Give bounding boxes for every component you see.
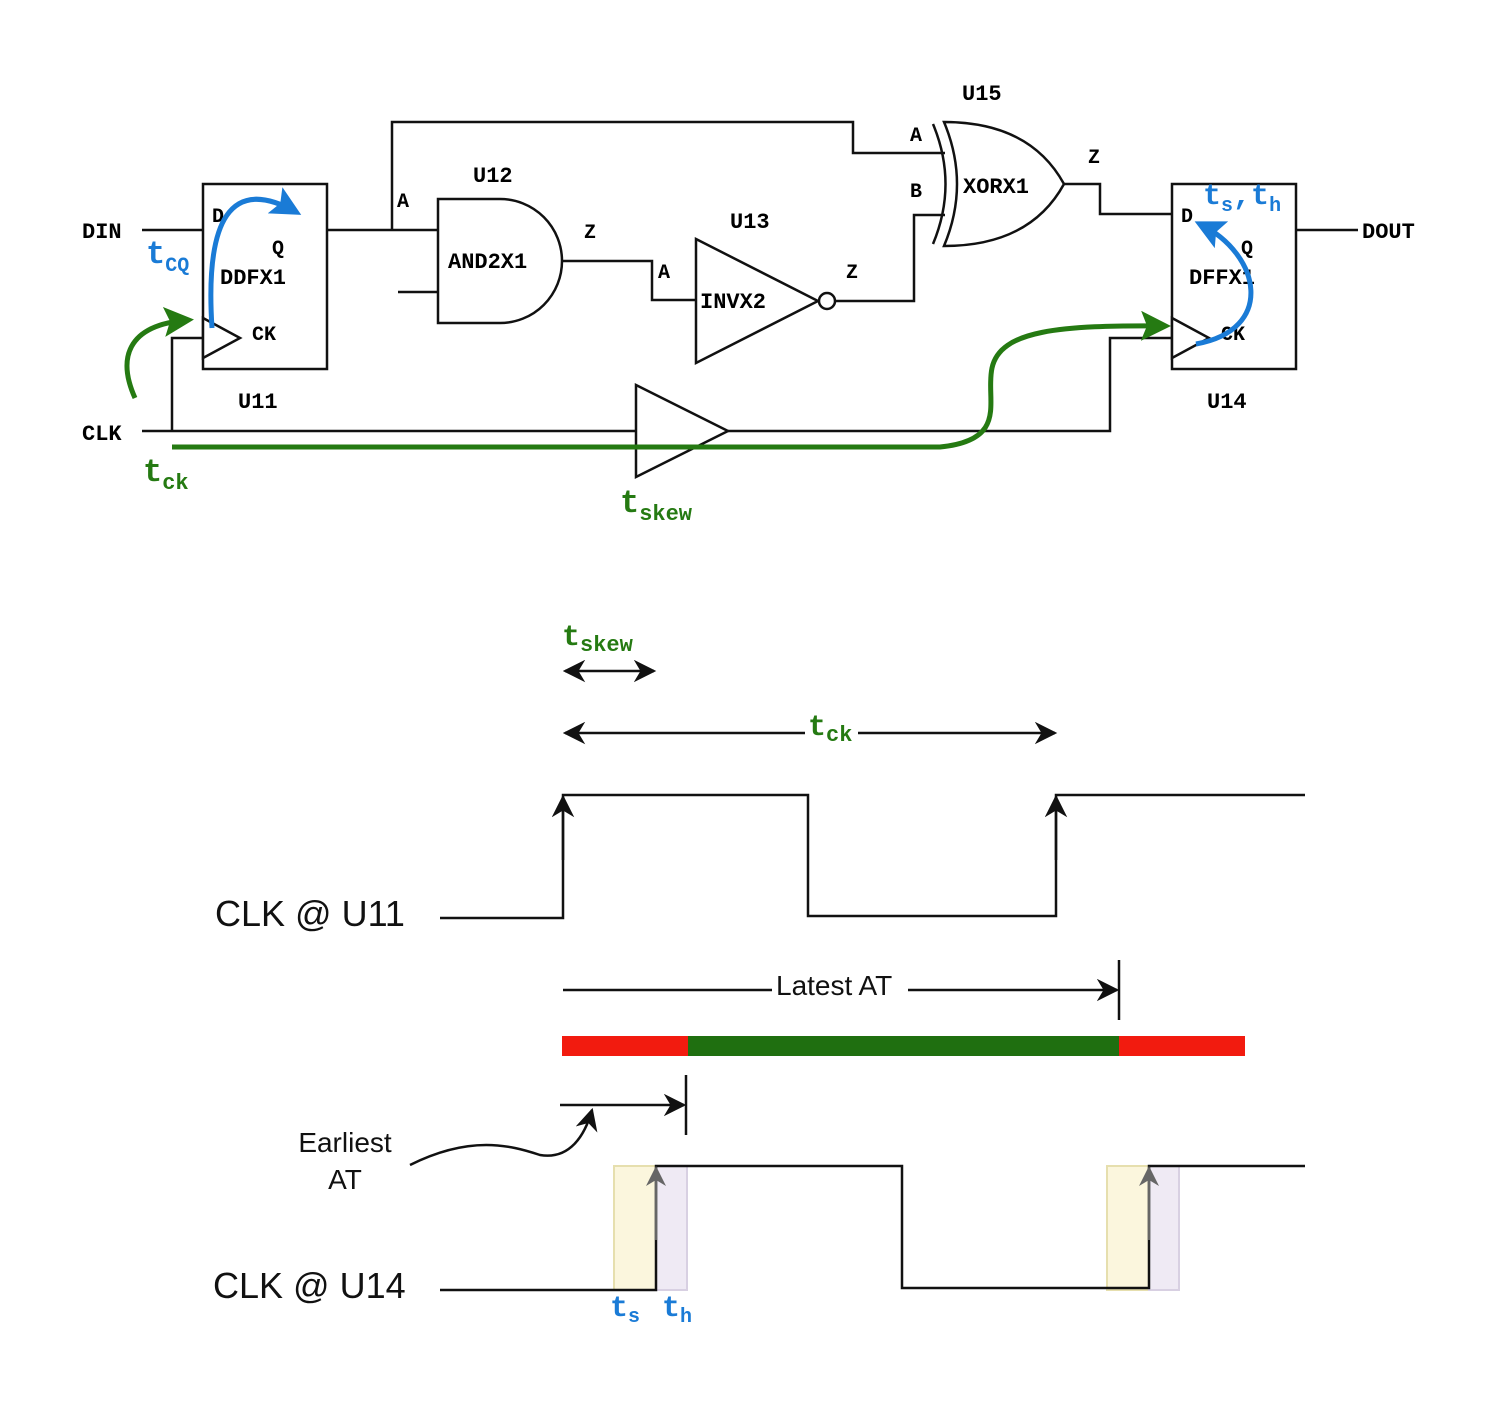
u12-cell: AND2X1 [448, 250, 527, 275]
clk-to-u11-wire [170, 336, 203, 431]
u15-xor-gate: XORX1 U15 A B Z [910, 82, 1100, 248]
setup-window-1 [613, 1165, 657, 1291]
u15-z-to-u14-d [1064, 182, 1172, 216]
timing-th-label: th [662, 1292, 692, 1329]
hold-window-2 [1148, 1165, 1180, 1291]
u11-pin-q: Q [272, 238, 284, 261]
u14-instance: U14 [1207, 390, 1247, 415]
u12-pin-z: Z [584, 222, 596, 245]
u11-flipflop: D Q DDFX1 CK U11 [201, 182, 329, 415]
valid-window [688, 1036, 1119, 1056]
u12-instance: U12 [473, 164, 513, 189]
hold-window-1 [655, 1165, 688, 1291]
u12-z-to-u13-a [562, 259, 696, 302]
clk-u11-waveform-label: CLK @ U11 [215, 893, 405, 934]
u11-q-to-u15-a [390, 120, 945, 230]
u15-xor-extra-arc [931, 123, 947, 245]
u15-cell: XORX1 [963, 175, 1029, 200]
green-clk-u14-path [172, 310, 1171, 450]
tcq-label: tCQ [146, 236, 189, 278]
invalid-window-right [1119, 1036, 1245, 1056]
clk-buffer-to-u14-wire [728, 336, 1172, 433]
tskew-label: tskew [620, 485, 693, 527]
earliest-at-label-line2: AT [328, 1164, 362, 1195]
clk-port-label: CLK [82, 422, 122, 447]
invalid-window-left [562, 1036, 688, 1056]
u12-pin-a: A [397, 191, 409, 214]
u11-pin-ck: CK [252, 324, 276, 347]
earliest-at-pointer [409, 1107, 598, 1167]
timing-ts-label: ts [610, 1292, 640, 1329]
u12-body [436, 197, 564, 325]
clk-buffer [634, 382, 731, 480]
u14-flipflop: D Q DFFX1 CK U14 [1170, 182, 1298, 415]
u14-pin-ck: CK [1221, 324, 1245, 347]
blue-tcq-arrow [208, 187, 302, 329]
clk-u11-waveform [440, 793, 1305, 920]
ts-th-label: ts,th [1203, 180, 1281, 218]
u12-and-gate: AND2X1 U12 Z [436, 164, 596, 325]
u11-instance: U11 [238, 390, 278, 415]
din-port-label: DIN [82, 220, 122, 245]
u13-body [694, 236, 821, 366]
earliest-at-label-line1: Earliest [298, 1127, 392, 1158]
u15-pin-a: A [910, 125, 922, 148]
u13-bubble [817, 291, 837, 311]
timing-tck-label: tck [808, 711, 852, 748]
green-clk-u11-arrow [124, 306, 194, 400]
u13-pin-z: Z [846, 262, 858, 285]
timing-waveforms: tskew tck CLK @ U11 Latest AT Earliest A… [213, 621, 1305, 1329]
u13-instance: U13 [730, 210, 770, 235]
timing-tskew-label: tskew [562, 621, 634, 658]
u15-instance: U15 [962, 82, 1002, 107]
blue-setup-hold-arrow [1194, 221, 1254, 347]
u13-pin-a: A [658, 262, 670, 285]
latest-at-label: Latest AT [776, 970, 892, 1001]
circuit-schematic: DIN CLK DOUT D Q DDFX1 CK U11 A AND2X1 U… [82, 82, 1415, 527]
u15-pin-b: B [910, 181, 922, 204]
u14-pin-d: D [1181, 206, 1193, 229]
u13-cell: INVX2 [700, 290, 766, 315]
u13-inverter: INVX2 U13 Z [694, 210, 858, 366]
u15-body [942, 120, 1066, 248]
tck-label: tck [143, 454, 189, 496]
u11-cell: DDFX1 [220, 266, 286, 291]
dout-port-label: DOUT [1362, 220, 1415, 245]
clk-u14-waveform-label: CLK @ U14 [213, 1265, 406, 1306]
u13-z-to-u15-b [835, 213, 945, 303]
u14-pin-q: Q [1241, 238, 1253, 261]
setup-window-2 [1106, 1165, 1150, 1291]
u15-pin-z: Z [1088, 147, 1100, 170]
